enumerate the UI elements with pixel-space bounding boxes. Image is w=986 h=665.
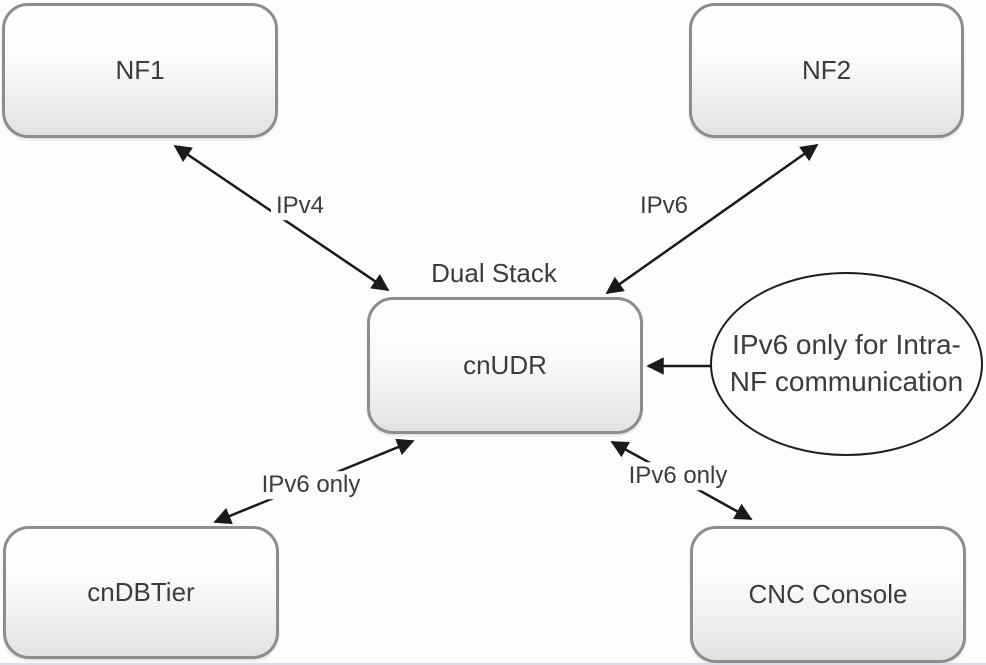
arrow-nf2-cnudr: [605, 143, 819, 295]
node-nf2: NF2: [689, 3, 964, 138]
node-cnudr: cnUDR: [367, 297, 643, 434]
node-nf1: NF1: [2, 3, 278, 138]
node-nf2-label: NF2: [801, 55, 852, 85]
annotation-line-2: NF communication: [729, 366, 964, 397]
edge-label-ipv4: IPv4: [270, 192, 330, 220]
label-dual-stack: Dual Stack: [431, 258, 557, 289]
node-cndbtier-label: cnDBTier: [87, 577, 195, 607]
node-cnc-console: CNC Console: [690, 526, 966, 663]
edge-label-ipv6: IPv6: [634, 192, 694, 220]
edge-label-ipv6-only-left: IPv6 only: [256, 471, 366, 499]
node-cnc-console-label: CNC Console: [748, 579, 908, 609]
node-cnudr-label: cnUDR: [463, 350, 547, 380]
node-cndbtier: cnDBTier: [3, 526, 279, 659]
edge-label-ipv6-only-right: IPv6 only: [623, 462, 733, 490]
annotation-line-1: IPv6 only for Intra-: [732, 329, 961, 361]
node-nf1-label: NF1: [115, 55, 165, 85]
annotation-ellipse: IPv6 only for Intra- NF communication: [710, 272, 983, 456]
screenshot-bottom-edge: [0, 663, 986, 665]
